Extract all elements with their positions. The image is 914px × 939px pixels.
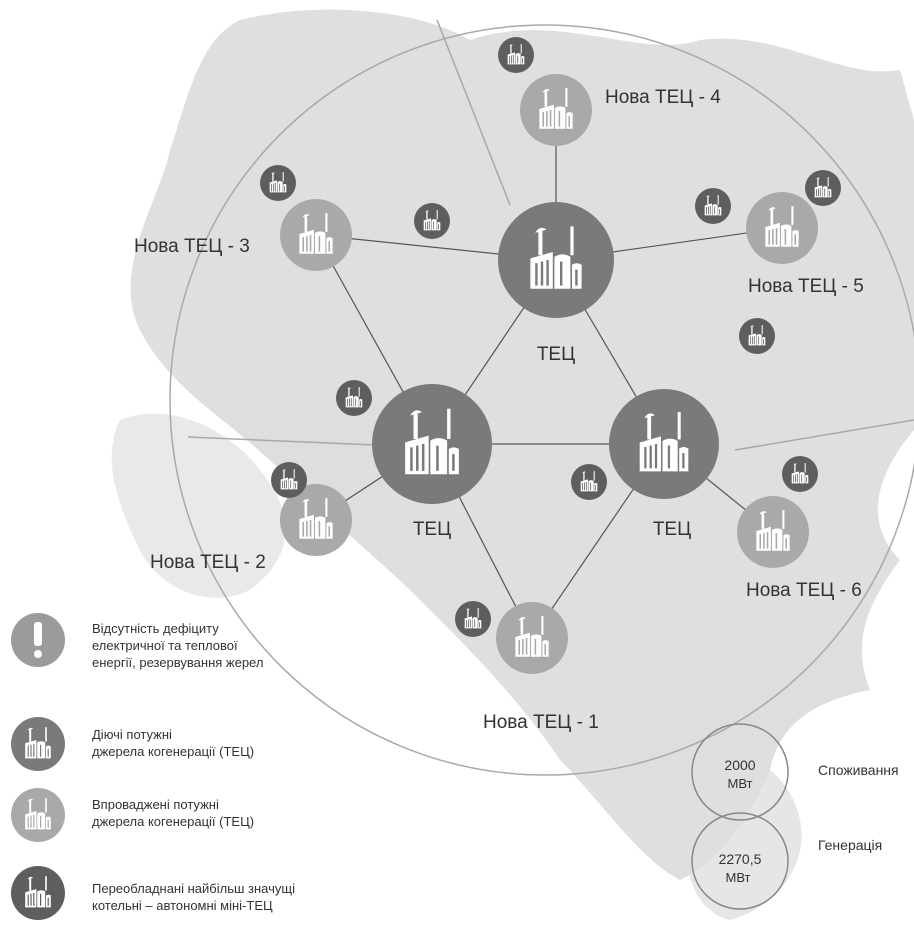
- label-new-chp-6: Нова ТЕЦ - 6: [746, 580, 862, 601]
- legend-existing-chp: Діючі потужні джерела когенерації (ТЕЦ): [92, 726, 254, 760]
- label-new-chp-3: Нова ТЕЦ - 3: [134, 236, 250, 257]
- legend-mini-chp: Переобладнані найбільш значущі котельні …: [92, 880, 295, 914]
- new-chp-6: [737, 496, 809, 568]
- legend-line: Діючі потужні: [92, 727, 172, 742]
- legend-implemented-chp: Впроваджені потужні джерела когенерації …: [92, 796, 254, 830]
- mini-chp: [260, 165, 296, 201]
- legend-icon-mini-chp: [11, 866, 65, 920]
- new-chp-1: [496, 602, 568, 674]
- label-new-chp-5: Нова ТЕЦ - 5: [748, 276, 864, 297]
- mini-chp: [455, 601, 491, 637]
- legend-icon-existing-chp: [11, 717, 65, 771]
- label-chp-right: ТЕЦ: [653, 519, 691, 540]
- chp-left: [372, 384, 492, 504]
- consumption-label: Споживання: [818, 762, 899, 778]
- legend-line: Переобладнані найбільш значущі: [92, 881, 295, 896]
- legend-icon-implemented-chp: [11, 788, 65, 842]
- legend-line: енергії, резервування жерел: [92, 655, 264, 670]
- label-new-chp-2: Нова ТЕЦ - 2: [150, 552, 266, 573]
- legend-line: джерела когенерації (ТЕЦ): [92, 814, 255, 829]
- mini-chp: [739, 318, 775, 354]
- generation-circle: [691, 812, 789, 910]
- new-chp-3: [280, 199, 352, 271]
- label-new-chp-4: Нова ТЕЦ - 4: [605, 87, 721, 108]
- mini-chp: [782, 456, 818, 492]
- consumption-value: 2000: [724, 757, 755, 773]
- boundary-lines: [187, 19, 914, 451]
- label-chp-top: ТЕЦ: [537, 344, 575, 365]
- chp-right: [609, 389, 719, 499]
- generation-label: Генерація: [818, 837, 882, 853]
- generation-unit: МВт: [725, 870, 750, 885]
- legend-line: електричної та теплової: [92, 638, 238, 653]
- new-chp-5: [746, 192, 818, 264]
- mini-chp: [498, 37, 534, 73]
- chp-top: [498, 202, 614, 318]
- mini-chp: [414, 203, 450, 239]
- new-chp-2: [280, 484, 352, 556]
- mini-chp: [571, 464, 607, 500]
- label-chp-left: ТЕЦ: [413, 519, 451, 540]
- mini-chp: [336, 380, 372, 416]
- legend-line: джерела когенерації (ТЕЦ): [92, 744, 255, 759]
- legend-no-deficit: Відсутність дефіциту електричної та тепл…: [92, 620, 263, 671]
- mini-chp: [805, 170, 841, 206]
- label-new-chp-1: Нова ТЕЦ - 1: [483, 712, 599, 733]
- mini-chp: [695, 188, 731, 224]
- mini-chp: [271, 462, 307, 498]
- legend-line: Впроваджені потужні: [92, 797, 219, 812]
- consumption-circle: [691, 723, 789, 821]
- generation-value: 2270,5: [719, 851, 762, 867]
- legend-icon-no-deficit: [11, 613, 65, 667]
- new-chp-4: [520, 74, 592, 146]
- region-boundary: [169, 24, 914, 776]
- legend-line: Відсутність дефіциту: [92, 621, 219, 636]
- consumption-unit: МВт: [727, 776, 752, 791]
- mini-chp-markers: [260, 37, 841, 637]
- legend-line: котельні – автономні міні-ТЕЦ: [92, 898, 273, 913]
